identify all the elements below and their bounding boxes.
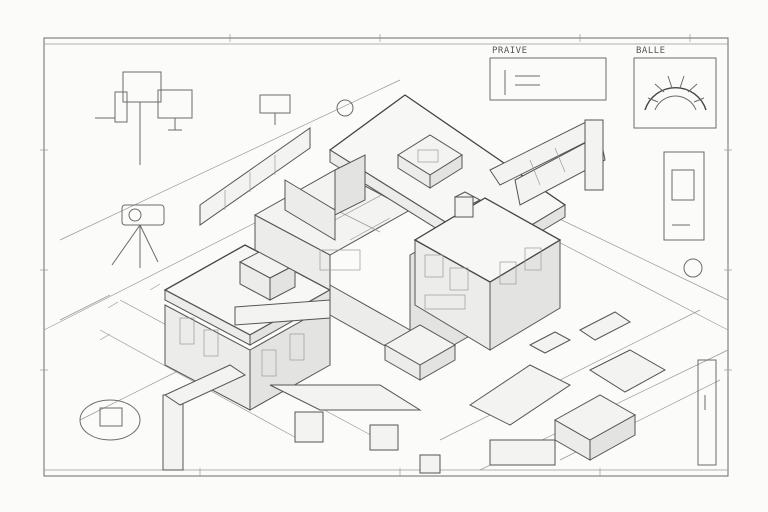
panel-icon [259, 94, 354, 125]
chair-icon [79, 399, 141, 441]
panel-label-gauge: BALLE [636, 46, 666, 56]
dimension-marks [99, 283, 161, 341]
device-panel [663, 151, 717, 466]
panel-label-top: PRAIVE [492, 46, 528, 56]
computer-station-icon [95, 71, 193, 165]
house-model [163, 94, 567, 411]
fence-panel [199, 127, 311, 226]
camera-tripod-icon [111, 204, 165, 268]
right-beam-structure [489, 119, 606, 206]
site-furniture [269, 311, 667, 474]
sheet-border [40, 34, 732, 477]
left-beam-structure [162, 364, 247, 471]
gauge-panel [633, 57, 717, 129]
info-panel-top [489, 57, 607, 101]
